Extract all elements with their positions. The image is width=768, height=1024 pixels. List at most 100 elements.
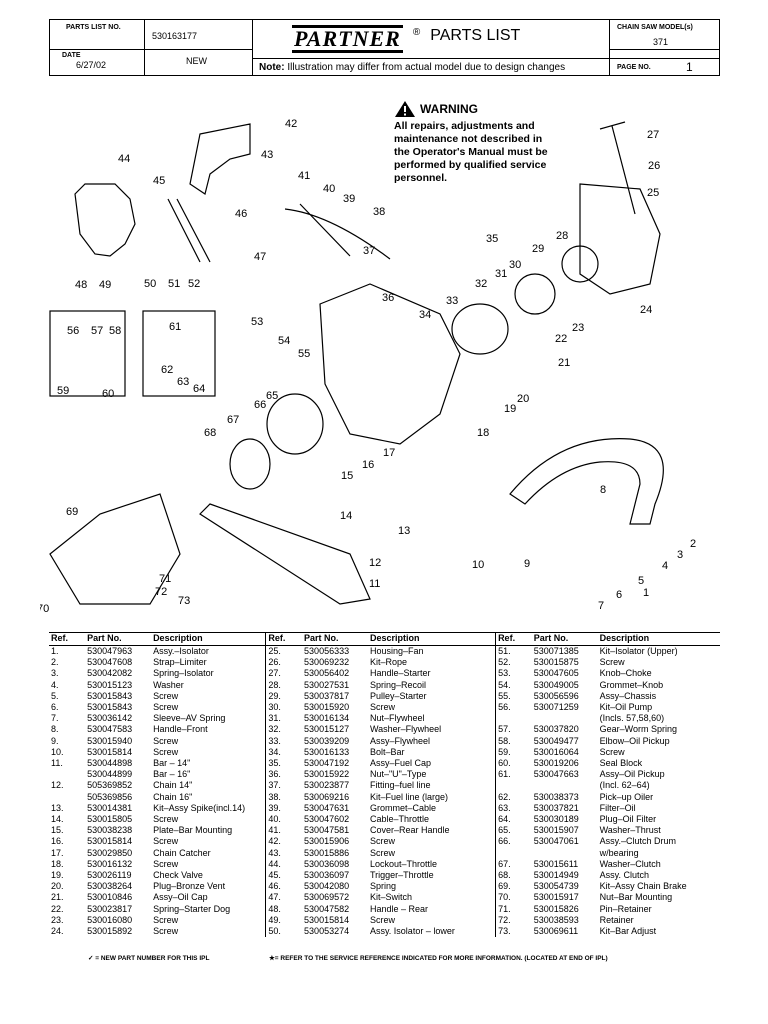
description-cell: Knob–Choke: [599, 668, 652, 679]
callout: 40: [323, 183, 335, 195]
ref-cell: 16.: [51, 836, 64, 847]
callout: 71: [159, 573, 171, 585]
description-cell: Washer–Flywheel: [369, 724, 442, 735]
description-cell: Assy.–Clutch Drum: [599, 836, 676, 847]
description-cell: Chain 16": [153, 791, 193, 802]
note-text: Illustration may differ from actual mode…: [287, 62, 566, 73]
part-no-cell: 530047608: [87, 657, 133, 668]
callout: 61: [169, 321, 181, 333]
part-no-cell: 530056596: [533, 690, 579, 701]
part-no-cell: 530056333: [304, 646, 350, 656]
callout: 34: [419, 309, 431, 321]
part-no-cell: 530047602: [304, 814, 350, 825]
description-cell: Kit–Rope: [369, 657, 407, 668]
callout: 72: [155, 586, 167, 598]
ref-cell: 44.: [265, 858, 303, 871]
ref-cell: 54.: [495, 679, 532, 691]
ref-cell: 69.: [495, 881, 532, 893]
description-cell: Screw: [153, 814, 179, 825]
part-no-cell: 530049477: [533, 735, 579, 746]
description-cell: Screw: [599, 746, 625, 757]
description-cell: Gear–Worm Spring: [599, 724, 677, 735]
callout: 51: [168, 278, 180, 290]
ref-cell: 35.: [265, 758, 303, 770]
ref-cell: 24.: [51, 926, 64, 937]
part-no-cell: 530036098: [304, 858, 350, 869]
chassis-shape: [319, 283, 461, 445]
callout: 32: [475, 278, 487, 290]
ref-cell: 70.: [495, 892, 532, 904]
ref-cell: 48.: [265, 903, 303, 915]
starter-handle-shape: [599, 121, 636, 215]
callout: 18: [477, 427, 489, 439]
description-cell: Assy. Clutch: [599, 870, 649, 881]
fan-housing-shape: [579, 183, 661, 295]
description-cell: Fitting–fuel line: [369, 780, 431, 791]
callout: 49: [99, 279, 111, 291]
ref-cell: 15.: [51, 825, 64, 836]
ref-cell: 61.: [495, 769, 532, 781]
note: Note: Illustration may differ from actua…: [259, 62, 565, 73]
callout: 5: [638, 575, 644, 587]
ref-cell: 26.: [265, 657, 303, 669]
ref-cell: 64.: [495, 814, 532, 826]
part-no-cell: 530027531: [304, 679, 350, 690]
part-no-cell: 530015940: [87, 735, 133, 746]
ref-cell: 2.: [51, 657, 59, 668]
ref-cell: 65.: [495, 825, 532, 837]
oil-pickup-inset: [142, 310, 216, 397]
callout: 17: [383, 447, 395, 459]
part-no-cell: 530015123: [87, 679, 133, 690]
description-cell: Seal Block: [599, 758, 643, 769]
callout: 66: [254, 399, 266, 411]
callout: 20: [517, 393, 529, 405]
description-cell: Retainer: [599, 914, 634, 925]
part-no-cell: 530030189: [533, 814, 579, 825]
ref-cell: 50.: [265, 926, 303, 938]
rear-handle-shape: [74, 183, 136, 257]
description-cell: Kit–Oil Pump: [599, 702, 653, 713]
part-no-cell: 530015906: [304, 836, 350, 847]
col-header: Description: [597, 632, 720, 646]
ref-cell: 23.: [51, 914, 64, 925]
footer-new-part: = NEW PART NUMBER FOR THIS IPL: [95, 955, 210, 962]
part-no-cell: 530015875: [533, 657, 579, 668]
ref-cell: 25.: [265, 645, 303, 658]
part-no-cell: 530015805: [87, 814, 133, 825]
part-no-cell: 530015843: [87, 702, 133, 713]
footer-service-ref: ★= REFER TO THE SERVICE REFERENCE INDICA…: [268, 955, 608, 962]
part-no-cell: 530016134: [304, 713, 350, 724]
callout: 44: [118, 153, 130, 165]
ref-cell: 43.: [265, 847, 303, 859]
part-no-cell: 530014381: [87, 802, 133, 813]
ref-cell: 34.: [265, 746, 303, 759]
callout: 65: [266, 390, 278, 402]
callout: 59: [57, 385, 69, 397]
callout: 8: [600, 484, 606, 496]
callout: 23: [572, 322, 584, 334]
description-cell: Assy.–Isolator: [153, 646, 209, 656]
description-cell: Screw: [153, 690, 179, 701]
callout: 52: [188, 278, 200, 290]
part-no-cell: 530047582: [304, 903, 350, 914]
ref-cell: 1.: [51, 646, 59, 656]
description-cell: Screw: [599, 657, 625, 668]
description-cell: Pick–up Oiler: [599, 791, 654, 802]
description-cell: Spring: [369, 881, 396, 892]
col-header: Part No.: [531, 632, 598, 646]
page-title: PARTS LIST: [430, 27, 521, 44]
description-cell: Chain 14": [153, 780, 193, 791]
registered-mark: ®: [412, 27, 421, 38]
part-no-cell: 530019206: [533, 758, 579, 769]
part-no-cell: 530047581: [304, 825, 350, 836]
callout: 55: [298, 348, 310, 360]
callout: 53: [251, 316, 263, 328]
description-cell: (Incls. 57,58,60): [599, 713, 665, 724]
